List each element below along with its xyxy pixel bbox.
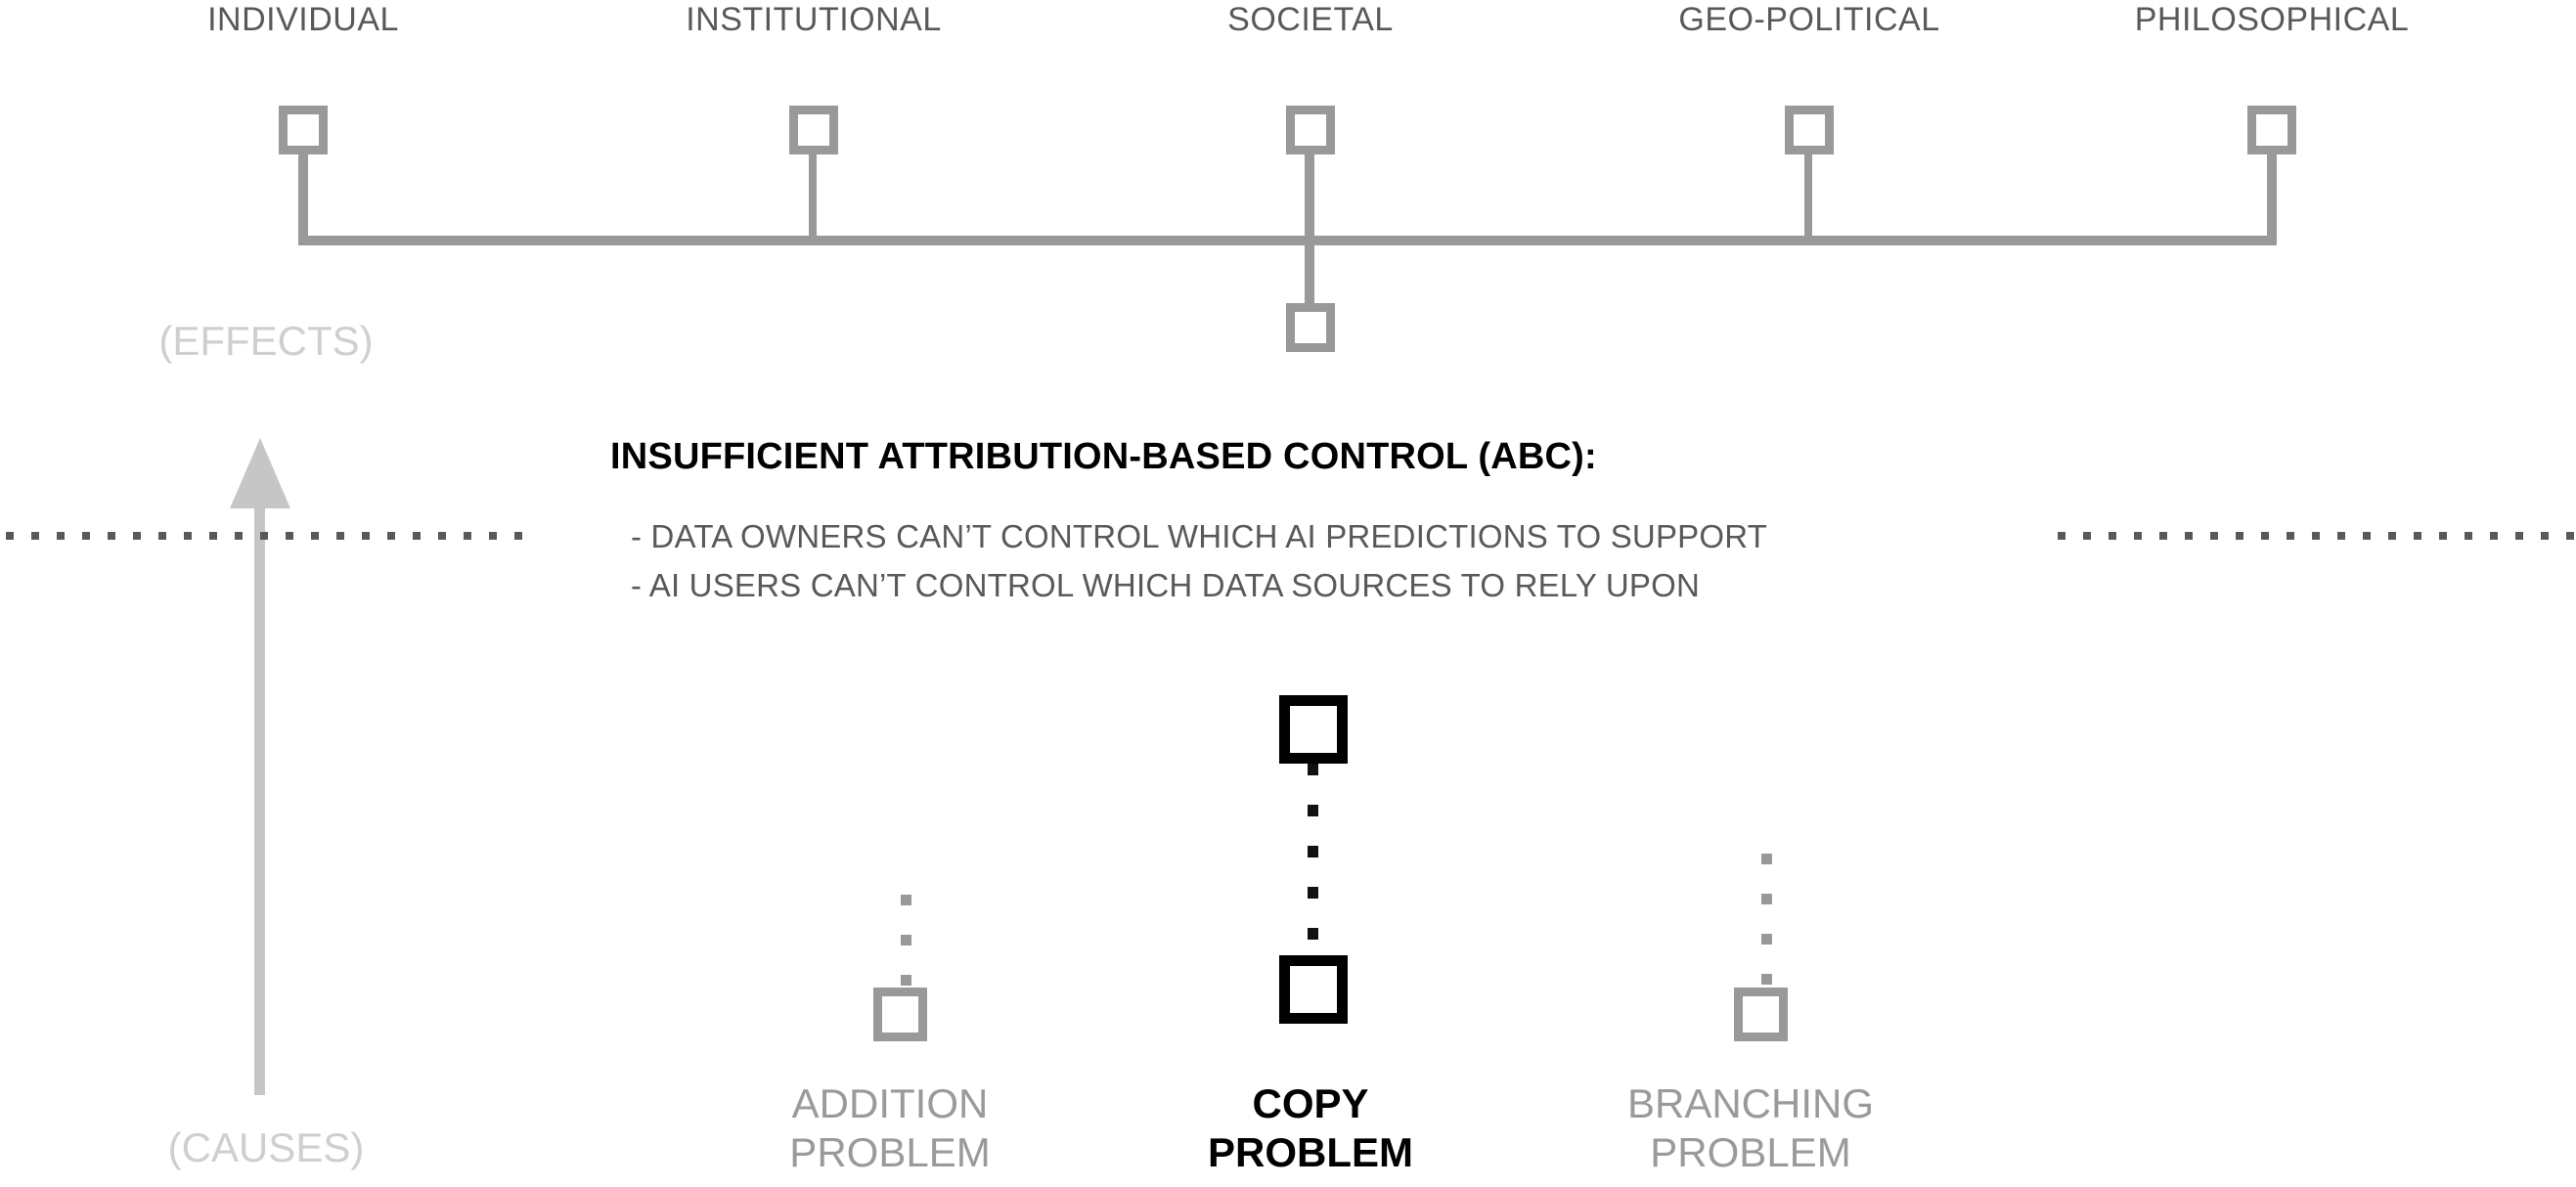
problem-label-copy-line1: COPY bbox=[1252, 1080, 1369, 1126]
tier-label-institutional: INSTITUTIONAL bbox=[686, 1, 942, 38]
problem-label-copy: COPY PROBLEM bbox=[1208, 1079, 1413, 1177]
connector-societal-substream bbox=[1305, 245, 1314, 303]
tier-label-philosophical: PHILOSOPHICAL bbox=[2134, 1, 2410, 38]
connector-stem-geo-political bbox=[1804, 154, 1812, 244]
problem-label-copy-line2: PROBLEM bbox=[1208, 1129, 1413, 1175]
effect-node-geo-political[interactable] bbox=[1785, 106, 1834, 154]
societal-effect-node[interactable] bbox=[1286, 303, 1335, 352]
cause-node-copy-lower[interactable] bbox=[1279, 955, 1348, 1024]
problem-label-branching: BRANCHING PROBLEM bbox=[1627, 1079, 1874, 1177]
cause-node-branching[interactable] bbox=[1734, 988, 1788, 1041]
tier-label-societal: SOCIETAL bbox=[1227, 1, 1394, 38]
connector-stem-societal bbox=[1305, 154, 1314, 244]
abc-bullet-ai-users: - AI USERS CAN’T CONTROL WHICH DATA SOUR… bbox=[631, 567, 1701, 603]
causality-arrow-head bbox=[230, 438, 290, 508]
effects-bus-line bbox=[298, 236, 2277, 245]
problem-label-addition-line2: PROBLEM bbox=[789, 1129, 991, 1175]
axis-caption-effects: (EFFECTS) bbox=[158, 318, 374, 364]
abc-heading: INSUFFICIENT ATTRIBUTION-BASED CONTROL (… bbox=[610, 436, 1597, 477]
causal-link-addition bbox=[901, 895, 911, 989]
effect-node-philosophical[interactable] bbox=[2247, 106, 2296, 154]
connector-stem-philosophical bbox=[2267, 154, 2277, 244]
axis-caption-causes: (CAUSES) bbox=[167, 1124, 365, 1170]
effect-node-societal[interactable] bbox=[1286, 106, 1335, 154]
cause-node-addition[interactable] bbox=[873, 988, 927, 1041]
tier-label-geo-political: GEO-POLITICAL bbox=[1678, 1, 1940, 38]
problem-label-addition: ADDITION PROBLEM bbox=[789, 1079, 990, 1177]
causal-link-copy bbox=[1308, 764, 1318, 955]
cause-node-copy-upper[interactable] bbox=[1279, 695, 1348, 764]
problem-label-branching-line1: BRANCHING bbox=[1626, 1080, 1875, 1126]
abc-bullet-data-owners: - DATA OWNERS CAN’T CONTROL WHICH AI PRE… bbox=[631, 518, 1768, 554]
divider-dots-right bbox=[2058, 532, 2576, 540]
tier-label-individual: INDIVIDUAL bbox=[207, 1, 399, 38]
effect-node-institutional[interactable] bbox=[789, 106, 838, 154]
connector-stem-individual bbox=[298, 154, 308, 244]
effect-node-individual[interactable] bbox=[279, 106, 328, 154]
causality-arrow-shaft bbox=[254, 504, 265, 1095]
divider-dots-left bbox=[6, 532, 524, 540]
causal-link-branching bbox=[1761, 854, 1772, 989]
problem-label-branching-line2: PROBLEM bbox=[1650, 1129, 1851, 1175]
problem-label-addition-line1: ADDITION bbox=[791, 1080, 989, 1126]
connector-stem-institutional bbox=[809, 154, 817, 244]
